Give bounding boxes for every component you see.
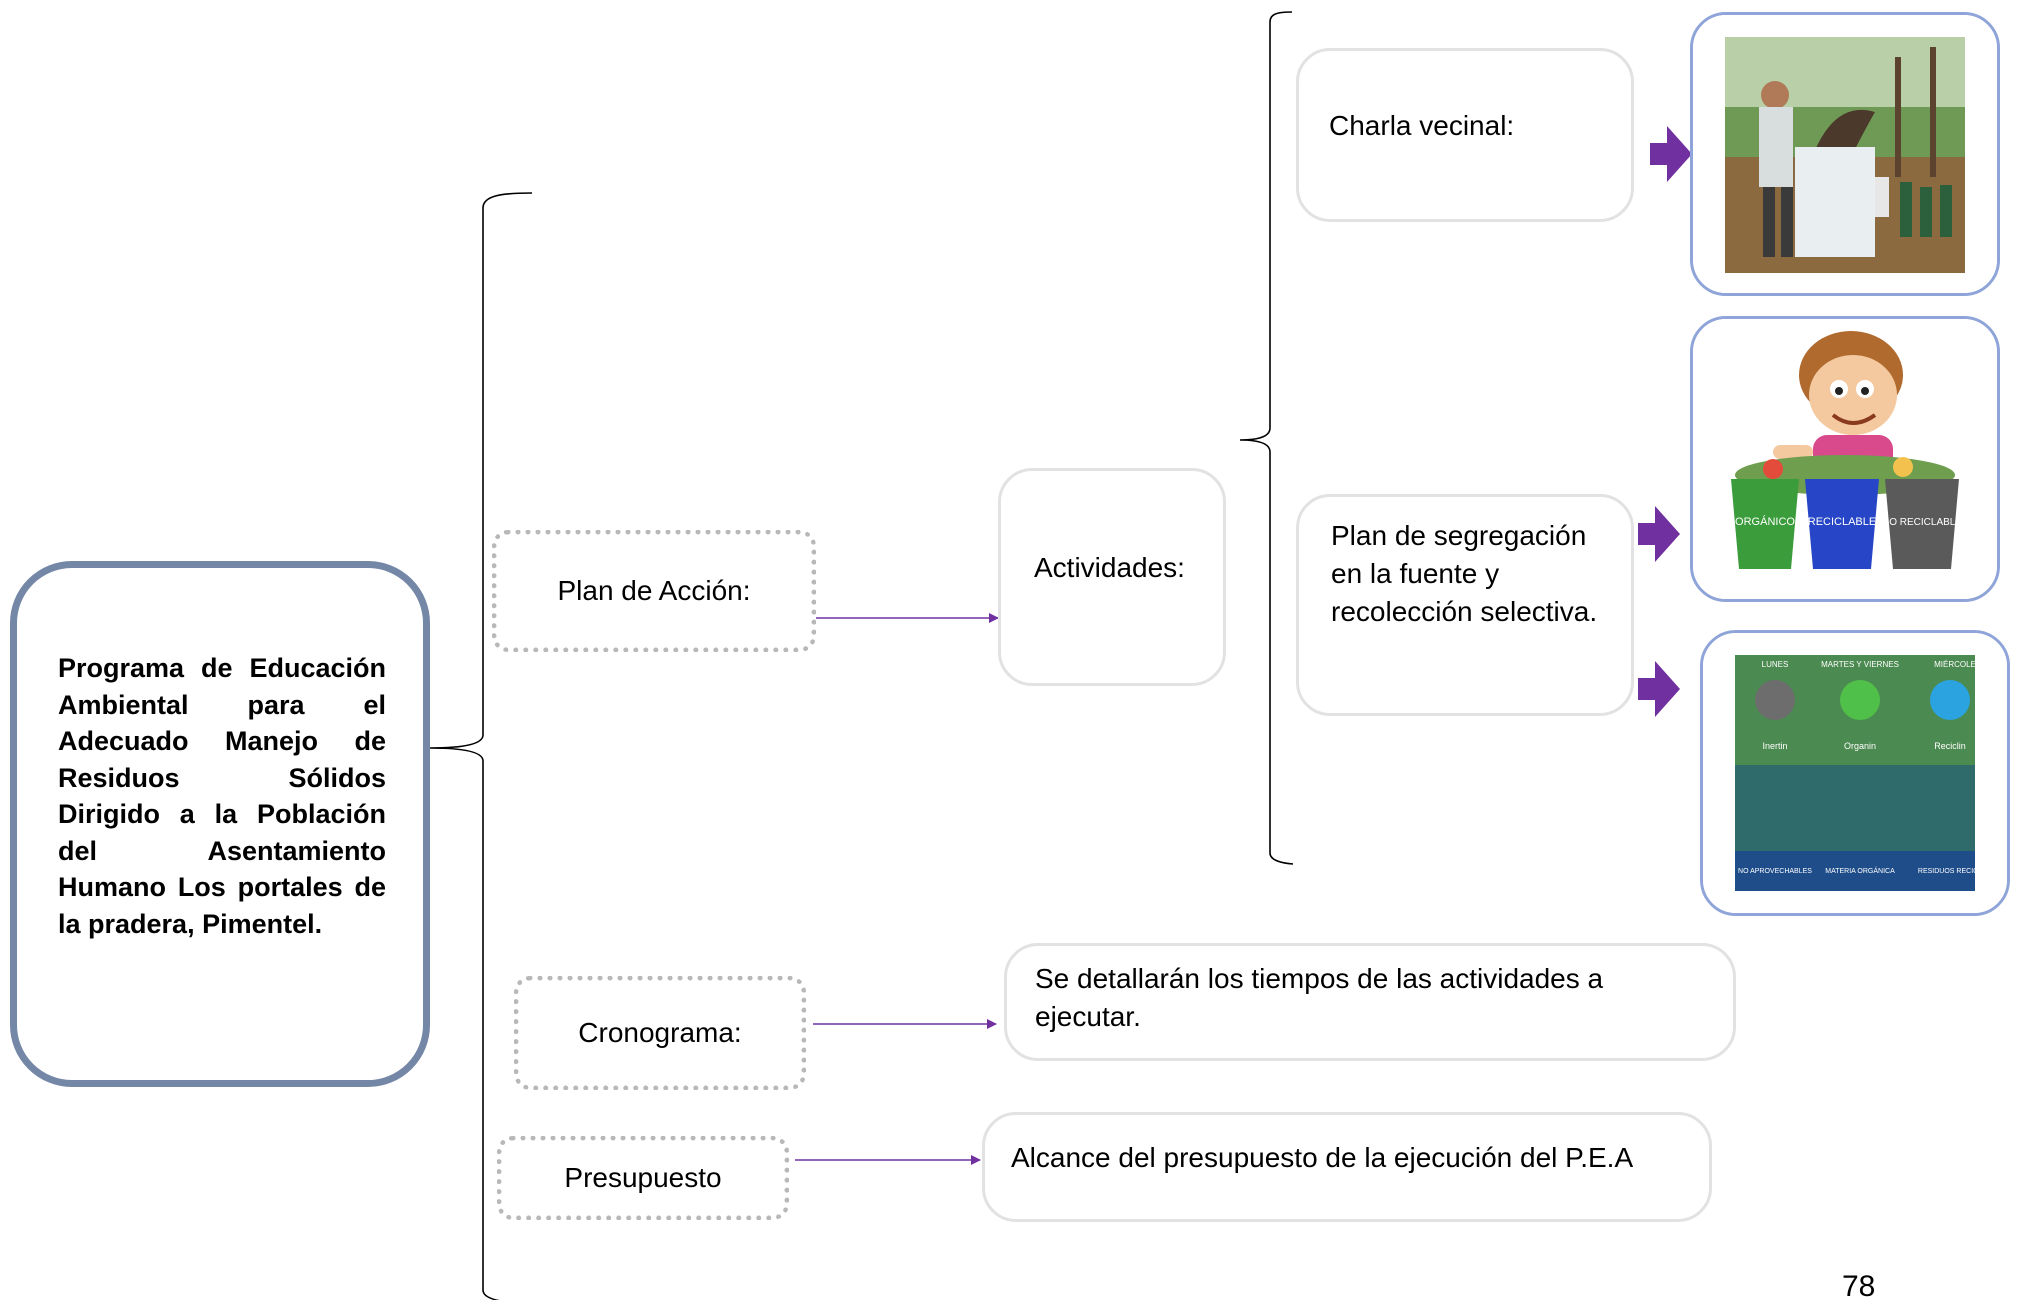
presupuesto-label: Presupuesto [564,1162,722,1193]
poster-day-2: MARTES Y VIERNES [1821,660,1899,669]
bins-image: ORGÁNICO RECICLABLE NO RECICLABLE [1693,319,1997,599]
cronograma-node: Cronograma: [514,976,806,1090]
presupuesto-description-box: Alcance del presupuesto de la ejecución … [982,1112,1712,1222]
poster-image-frame: LUNES MARTES Y VIERNES MIÉRCOLE Inertin … [1700,630,2010,916]
main-brace [429,192,533,1300]
cronograma-description-box: Se detallarán los tiempos de las activid… [1004,943,1736,1061]
main-topic-text: Programa de Educación Ambiental para el … [58,653,386,939]
poster-category-2: MATERIA ORGÁNICA [1825,866,1895,875]
block-arrow-poster [1638,661,1680,717]
activities-brace [1239,11,1294,865]
charla-node: Charla vecinal: [1296,48,1634,222]
plan-accion-node: Plan de Acción: [492,530,816,652]
charla-photo [1693,15,1997,293]
charla-label: Charla vecinal: [1329,110,1515,141]
bin-label-no-reciclable: NO RECICLABLE [1882,517,1962,528]
poster-day-3: MIÉRCOLE [1934,660,1976,669]
poster-day-1: LUNES [1762,660,1789,669]
cronograma-description: Se detallarán los tiempos de las activid… [1035,963,1604,1032]
bin-label-organico: ORGÁNICO [1735,515,1795,528]
poster-category-1: NO APROVECHABLES [1738,868,1812,875]
bin-label-reciclable: RECICLABLE [1808,516,1876,528]
cronograma-label: Cronograma: [578,1017,742,1048]
presupuesto-description: Alcance del presupuesto de la ejecución … [1011,1142,1634,1173]
segregacion-node: Plan de segregación en la fuente y recol… [1296,494,1634,716]
main-topic-box [10,561,430,1087]
poster-bin-name-2: Organin [1844,741,1876,751]
poster-bin-name-3: Reciclin [1934,741,1966,751]
actividades-node: Actividades: [998,468,1226,686]
bins-image-frame: ORGÁNICO RECICLABLE NO RECICLABLE [1690,316,2000,602]
presupuesto-node: Presupuesto [497,1136,789,1220]
poster-category-3: RESIDUOS RECICL [1918,868,1982,875]
poster-bin-name-1: Inertin [1762,741,1787,751]
block-arrow-bins [1638,506,1680,562]
actividades-label: Actividades: [1034,552,1185,583]
poster-image: LUNES MARTES Y VIERNES MIÉRCOLE Inertin … [1703,633,2007,913]
charla-photo-frame [1690,12,2000,296]
page-number: 78 [1842,1270,1876,1303]
plan-accion-label: Plan de Acción: [557,575,751,606]
block-arrow-charla [1650,126,1692,182]
segregacion-label: Plan de segregación en la fuente y recol… [1331,520,1598,627]
